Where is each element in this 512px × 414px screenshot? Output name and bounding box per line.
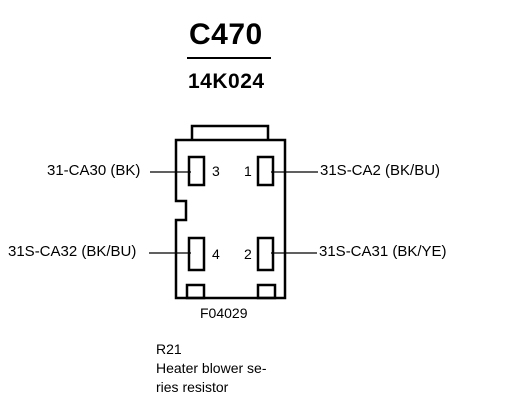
wire-label-pin-2: 31S-CA31 (BK/YE) (319, 243, 447, 260)
component-ref: R21 (156, 341, 182, 357)
wire-label-pin-1: 31S-CA2 (BK/BU) (320, 162, 441, 179)
connector-id: C470 (189, 18, 263, 51)
pin-number-1: 1 (244, 163, 252, 179)
connector-top-tab (190, 124, 270, 140)
pin-number-3: 3 (212, 163, 220, 179)
pin-4-terminal (187, 236, 206, 272)
wire-label-pin-3: 31-CA30 (BK) (47, 162, 141, 179)
connector-foot-left (185, 283, 206, 300)
wire-label-pin-4: 31S-CA32 (BK/BU) (8, 243, 137, 260)
connector-body (174, 138, 287, 300)
part-number: 14K024 (188, 70, 265, 93)
figure-id: F04029 (200, 305, 248, 321)
pin-2-terminal (256, 236, 275, 272)
component-description-line-2: ries resistor (156, 379, 229, 395)
pin-number-4: 4 (212, 246, 220, 262)
pin-1-terminal (256, 155, 275, 187)
component-description-line-1: Heater blower se- (156, 360, 267, 376)
pin-3-terminal (187, 155, 206, 187)
title-divider (187, 57, 271, 59)
connector-foot-right (256, 283, 277, 300)
pin-number-2: 2 (244, 246, 252, 262)
